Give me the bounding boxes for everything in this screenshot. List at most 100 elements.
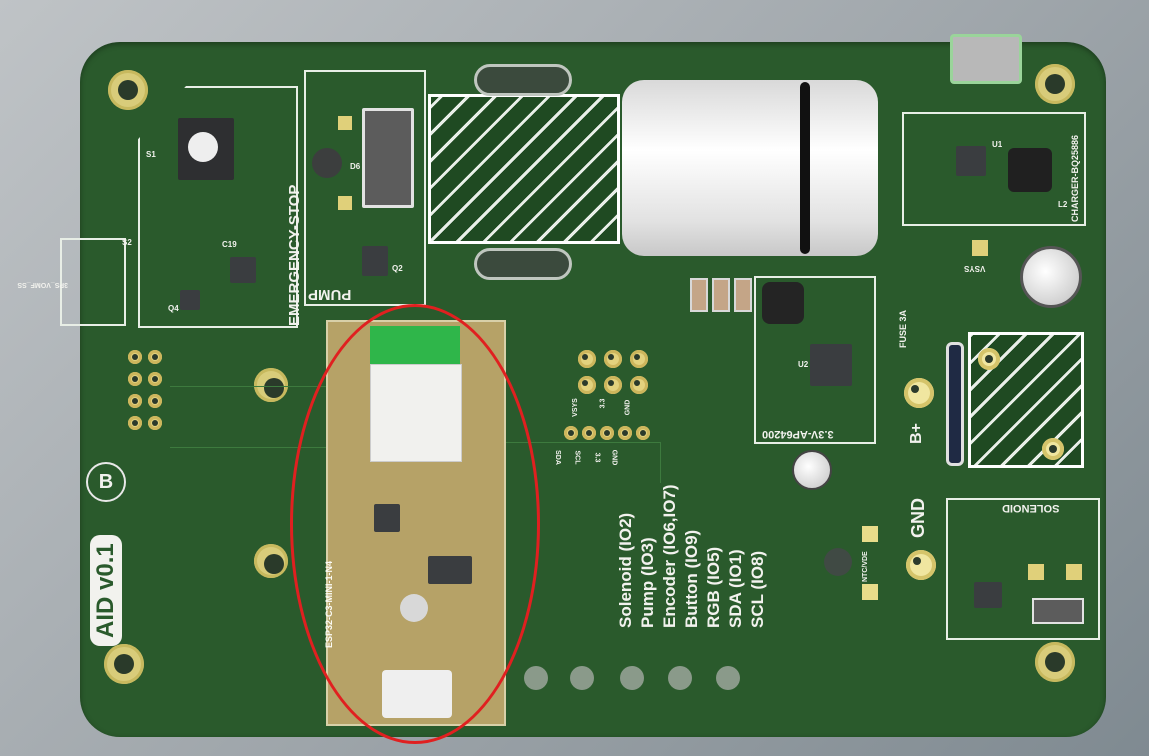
motor-band xyxy=(800,82,810,254)
usb-connector-charger[interactable] xyxy=(950,34,1022,84)
inductor-l2 xyxy=(1008,148,1052,192)
charger-ic-u1 xyxy=(956,146,986,176)
slide-switch-outline xyxy=(60,238,126,326)
refdes-u1: U1 xyxy=(992,140,1003,149)
header-gnd-label: GND xyxy=(624,399,632,416)
board-logo: B xyxy=(86,462,126,502)
encoder-pad-4 xyxy=(148,372,162,386)
refdes-s1: S1 xyxy=(146,150,156,159)
pump-body-hatch xyxy=(428,94,620,244)
regulator-ic-u2 xyxy=(810,344,852,386)
signal-traces-2 xyxy=(500,442,661,483)
electrolytic-cap-c5 xyxy=(1020,246,1082,308)
ntc-pad-2 xyxy=(862,584,878,600)
signal-traces xyxy=(170,386,370,448)
fuse-label: FUSE 3A xyxy=(898,309,908,348)
board-title: AID v0.1 xyxy=(90,535,122,646)
pin-legend-2: Encoder (IO6,IO7) xyxy=(660,484,679,628)
highlight-ellipse xyxy=(290,304,540,744)
encoder-pad-7 xyxy=(128,416,142,430)
bottom-post-4 xyxy=(668,666,692,690)
vsys-label: VSYS xyxy=(964,264,986,273)
ntc-pad-1 xyxy=(862,526,878,542)
pump-slot-bottom xyxy=(474,248,572,280)
encoder-pad-6 xyxy=(148,394,162,408)
encoder-pad-3 xyxy=(128,372,142,386)
gnd-pad[interactable] xyxy=(906,550,936,580)
pin-legend-6: SCL (IO8) xyxy=(748,550,767,628)
pcb-board: EMERGENCY-STOP S1 C19 Q4 PUMP D6 Q2 CHAR… xyxy=(17,34,1106,737)
emergency-stop-outline xyxy=(138,86,298,328)
header-pad-2 xyxy=(604,350,622,368)
ntc-label: NTC/VDE xyxy=(862,551,869,582)
header-pad-3 xyxy=(630,350,648,368)
i2c-pad-5 xyxy=(636,426,650,440)
b-plus-label: B+ xyxy=(908,423,925,444)
bottom-post-5 xyxy=(716,666,740,690)
bottom-post-3 xyxy=(620,666,644,690)
mounting-hole-bottom-left xyxy=(104,644,144,684)
encoder-pad-5 xyxy=(128,394,142,408)
pump-outline xyxy=(304,70,426,306)
solenoid-outline xyxy=(946,498,1100,640)
solenoid-pad-minus xyxy=(1028,564,1044,580)
charger-outline xyxy=(902,112,1086,226)
pin-legend-3: Button (IO9) xyxy=(682,529,701,628)
battery-pad-plus-bottom xyxy=(1042,438,1064,460)
mounting-hole-mid-2 xyxy=(254,544,288,578)
mounting-hole-bottom-right xyxy=(1035,642,1075,682)
encoder-pad-2 xyxy=(148,350,162,364)
diode-d6 xyxy=(362,108,414,208)
pump-label: PUMP xyxy=(308,286,352,303)
refdes-q2: Q2 xyxy=(392,264,403,273)
regulator-label: 3.3V-AP64200 xyxy=(762,428,834,440)
header-vsys-label: VSYS xyxy=(571,398,579,417)
pin-legend-0: Solenoid (IO2) xyxy=(616,512,635,628)
pin-legend-5: SDA (IO1) xyxy=(726,549,745,628)
diode-d4 xyxy=(1032,598,1084,624)
header-pad-1 xyxy=(578,350,596,368)
pump-capacitor xyxy=(312,148,342,178)
gnd-label: GND xyxy=(908,498,928,538)
cap-c14 xyxy=(690,278,708,312)
encoder-pad-1 xyxy=(128,350,142,364)
pump-pad-plus xyxy=(338,116,352,130)
cap-c13 xyxy=(712,278,730,312)
refdes-l2: L2 xyxy=(1058,200,1068,209)
ic-emergency xyxy=(230,257,256,283)
refdes-s2: S2 xyxy=(122,238,132,247)
header-pad-6 xyxy=(630,376,648,394)
mounting-hole-mid-1 xyxy=(254,368,288,402)
refdes-u2: U2 xyxy=(798,360,809,369)
electrolytic-cap-c8 xyxy=(792,450,832,490)
mounting-post xyxy=(824,548,852,576)
refdes-c19: C19 xyxy=(222,240,237,249)
emergency-stop-label: EMERGENCY-STOP xyxy=(286,184,303,326)
b-plus-pad[interactable] xyxy=(904,378,934,408)
header-pad-4 xyxy=(578,376,596,394)
bottom-post-2 xyxy=(570,666,594,690)
battery-clip xyxy=(946,342,964,466)
mounting-hole-top-right xyxy=(1035,64,1075,104)
charger-label: CHARGER-BQ25886 xyxy=(1070,134,1080,222)
header-33-label: 3.3 xyxy=(599,398,607,409)
refdes-d6: D6 xyxy=(350,162,361,171)
encoder-pad-8 xyxy=(148,416,162,430)
pump-slot-top xyxy=(474,64,572,96)
pump-motor xyxy=(622,80,878,256)
switch-label: 3PS_VOMF_SS xyxy=(17,281,68,288)
i2c-pad-scl xyxy=(582,426,596,440)
cap-c12 xyxy=(734,278,752,312)
pump-pad-minus xyxy=(338,196,352,210)
solenoid-ic-u3 xyxy=(974,582,1002,608)
refdes-q4: Q4 xyxy=(168,304,179,313)
i2c-pad-sda xyxy=(564,426,578,440)
bottom-post-1 xyxy=(524,666,548,690)
q4-transistor xyxy=(180,290,200,310)
pushbutton-cap[interactable] xyxy=(188,132,218,162)
pin-legend-1: Pump (IO3) xyxy=(638,537,657,628)
battery-pad-plus-top xyxy=(978,348,1000,370)
solenoid-pad-plus xyxy=(1066,564,1082,580)
vsys-pad xyxy=(972,240,988,256)
inductor-l1 xyxy=(762,282,804,324)
